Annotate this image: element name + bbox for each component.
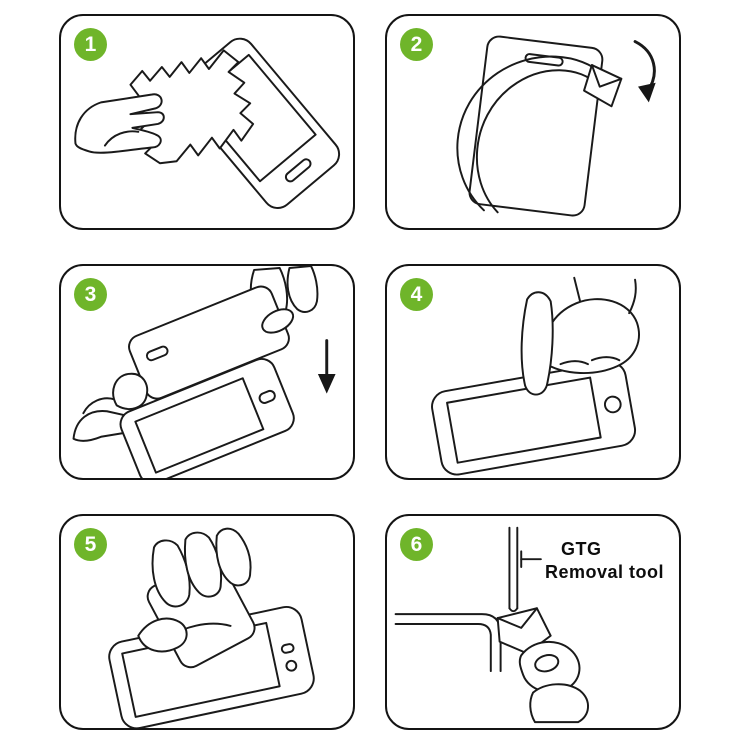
step-panel-3: 3 <box>59 264 355 480</box>
arrowhead-icon <box>317 373 336 394</box>
step-4-number: 4 <box>410 282 423 306</box>
step-5-badge: 5 <box>74 528 107 561</box>
step-1-badge: 1 <box>74 28 107 61</box>
step-6-number: 6 <box>410 532 423 556</box>
step-6-badge: 6 <box>400 528 433 561</box>
wrist-line <box>573 276 582 303</box>
step-2-badge: 2 <box>400 28 433 61</box>
thumb-icon <box>112 372 149 410</box>
step-3-badge: 3 <box>74 278 107 311</box>
removal-tool-label: GTG Removal tool <box>545 538 664 583</box>
left-hand-line <box>82 397 116 415</box>
knuckle-line <box>590 356 621 362</box>
step-1-number: 1 <box>84 32 97 56</box>
hand-palm-icon <box>541 298 640 375</box>
hand-icon <box>74 93 165 154</box>
step-panel-1: 1 <box>59 14 355 230</box>
index-finger-icon <box>520 291 554 396</box>
phone-drawing <box>119 357 295 478</box>
film-inner-edge <box>475 69 599 214</box>
film-outer-edge <box>456 55 605 212</box>
smooth-surface-illustration <box>108 527 315 728</box>
wrist-line <box>628 278 637 315</box>
removal-tool-illustration <box>394 526 589 724</box>
glass-protector-drawing <box>468 35 604 217</box>
removal-tool-label-line1: GTG <box>561 539 602 559</box>
finger-icon <box>151 539 191 608</box>
screen-corner-inner-edge <box>394 622 492 673</box>
finger-icon <box>286 266 319 313</box>
finger-icon <box>529 683 589 724</box>
step-panel-6: 6 GTG Removal tool <box>385 514 681 730</box>
removal-tab-fold <box>496 607 538 629</box>
thumbnail-line <box>534 654 560 673</box>
press-center-illustration <box>431 276 640 476</box>
film-flap-fold <box>590 64 623 88</box>
glass-edge-bottom <box>508 607 519 613</box>
thumb-icon <box>261 308 295 334</box>
step-4-badge: 4 <box>400 278 433 311</box>
thumb-icon <box>137 617 188 653</box>
place-glass-illustration <box>72 266 336 478</box>
step-panel-5: 5 <box>59 514 355 730</box>
thumb-line <box>103 130 140 147</box>
phone-drawing <box>431 361 637 476</box>
step-panel-4: 4 <box>385 264 681 480</box>
knuckle-line <box>559 360 589 366</box>
arrowhead-icon <box>638 82 656 103</box>
step-5-number: 5 <box>84 532 97 556</box>
peel-film-illustration <box>456 35 656 217</box>
step-2-number: 2 <box>410 32 423 56</box>
wipe-screen-illustration <box>74 37 341 209</box>
step-3-number: 3 <box>84 282 97 306</box>
removal-tool-label-line2: Removal tool <box>545 561 665 582</box>
finger-icon <box>183 531 223 598</box>
step-panel-2: 2 <box>385 14 681 230</box>
finger-icon <box>215 527 252 587</box>
screen-corner-outer-edge <box>394 613 502 673</box>
